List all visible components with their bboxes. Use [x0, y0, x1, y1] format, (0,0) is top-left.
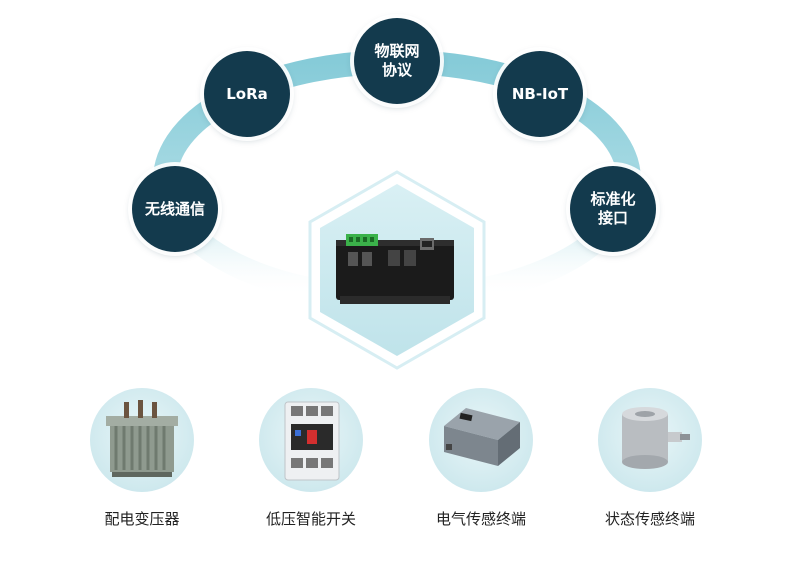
- circuit-breaker-icon: [284, 401, 340, 481]
- device-label: 低压智能开关: [265, 510, 356, 528]
- ring-node-standard-interface: 标准化 接口: [570, 166, 656, 252]
- ring-node-label: 无线通信: [144, 199, 205, 218]
- ring-node-label: 物联网 协议: [374, 42, 420, 79]
- ring-node-iot-protocol: 物联网 协议: [354, 18, 440, 104]
- device-label: 状态传感终端: [604, 510, 695, 528]
- sensor-terminal-icon: [444, 408, 520, 466]
- ring-node-wireless: 无线通信: [132, 166, 218, 252]
- device-label: 电气传感终端: [435, 510, 526, 528]
- ring-node-lora: LoRa: [204, 51, 290, 137]
- ring-node-label: LoRa: [226, 84, 268, 103]
- transformer-icon: [106, 400, 178, 477]
- device-label: 配电变压器: [104, 510, 180, 528]
- load-cell-icon: [622, 407, 690, 469]
- ring-node-nb-iot: NB-IoT: [497, 51, 583, 137]
- ring-node-label: NB-IoT: [511, 84, 569, 103]
- gateway-device-icon: [336, 234, 454, 304]
- ring-node-label: 标准化 接口: [590, 190, 636, 227]
